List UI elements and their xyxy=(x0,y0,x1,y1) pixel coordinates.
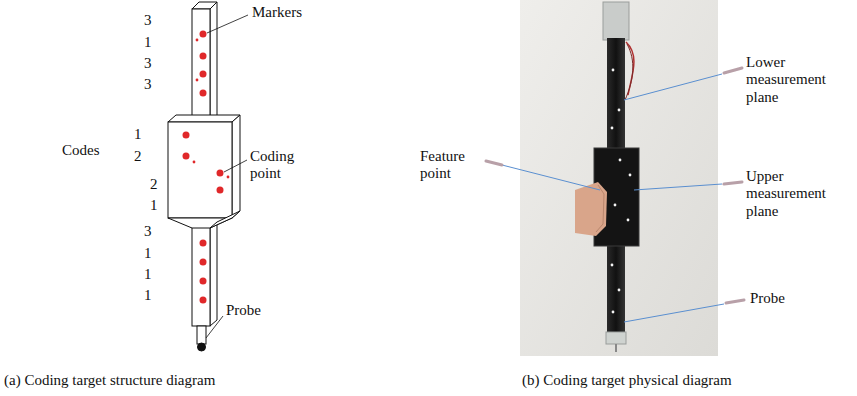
code-digit: 3 xyxy=(144,55,152,72)
part-label: Markers xyxy=(252,4,302,21)
part-label: Coding point xyxy=(250,148,312,183)
code-digit: 1 xyxy=(144,245,152,262)
figure-caption: (a) Coding target structure diagram xyxy=(4,372,215,389)
part-label: Probe xyxy=(750,290,785,307)
code-digit: 3 xyxy=(144,12,152,29)
figure-caption: (b) Coding target physical diagram xyxy=(522,372,732,389)
code-digit: 1 xyxy=(150,197,158,214)
part-label: Upper measurement plane xyxy=(746,168,852,220)
code-digit: 1 xyxy=(144,266,152,283)
codes-heading: Codes xyxy=(62,142,100,159)
code-digit: 2 xyxy=(150,176,158,193)
code-digit: 1 xyxy=(144,34,152,51)
code-digit: 1 xyxy=(144,287,152,304)
leader-lines-b xyxy=(486,68,744,322)
code-digit: 3 xyxy=(144,76,152,93)
code-digit: 1 xyxy=(134,126,142,143)
target-sketch xyxy=(168,2,240,351)
marker-dots xyxy=(183,31,230,304)
leader-lines-a xyxy=(206,15,248,338)
part-label: Feature point xyxy=(420,148,482,183)
part-label: Lower measurement plane xyxy=(746,54,852,106)
target-photo xyxy=(520,0,718,356)
part-label: Probe xyxy=(226,302,261,319)
code-digit: 3 xyxy=(144,223,152,240)
code-digit: 2 xyxy=(134,148,142,165)
